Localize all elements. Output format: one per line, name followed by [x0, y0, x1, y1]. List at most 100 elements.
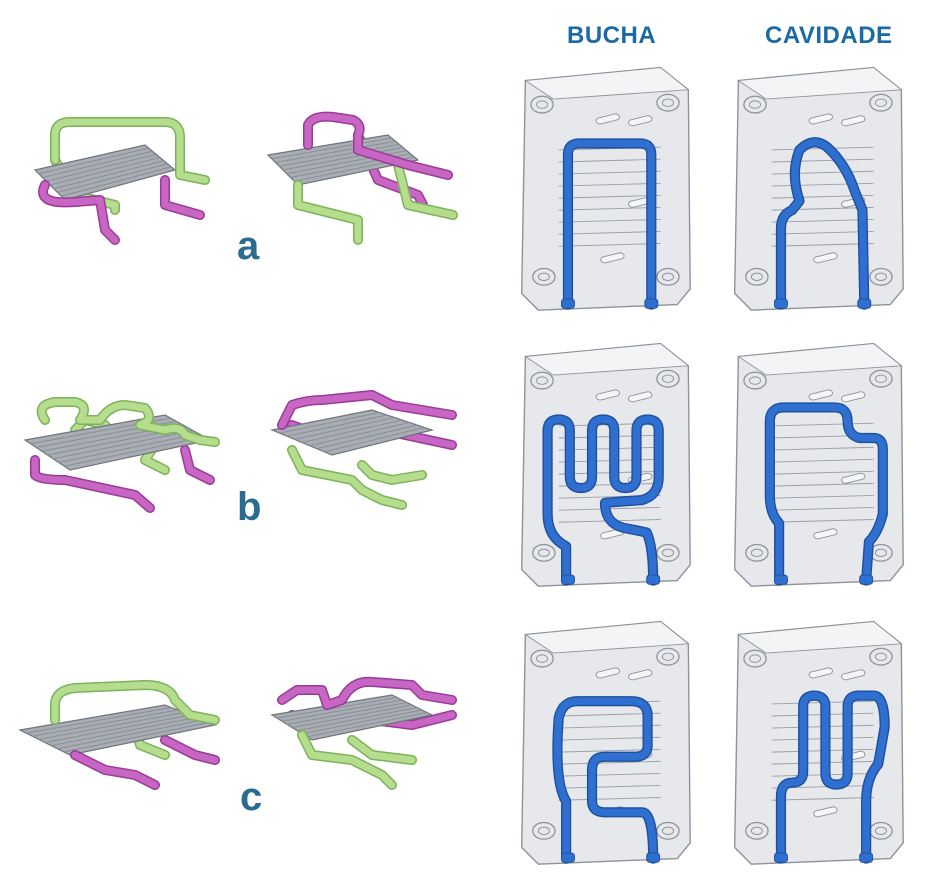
- part-rib: [771, 519, 874, 523]
- guide-pin-hole: [530, 95, 554, 114]
- part-rib: [51, 717, 197, 747]
- part-rib: [301, 709, 423, 735]
- part-c-left: [15, 660, 230, 805]
- channel-fitting: [774, 298, 788, 309]
- part-rib: [558, 158, 661, 163]
- ejector-pin: [808, 389, 833, 401]
- part-rib: [32, 709, 178, 737]
- part-rib: [558, 194, 661, 199]
- part-rib: [281, 699, 403, 722]
- part-rib: [558, 230, 661, 235]
- translucent-mold-block-icon: [733, 66, 904, 311]
- part-rib: [324, 427, 425, 453]
- channel-fitting: [561, 574, 575, 585]
- ejector-pin: [595, 113, 620, 125]
- part-rib: [279, 143, 400, 167]
- part-rib: [275, 140, 396, 163]
- cooling-channel-icon: [553, 697, 657, 863]
- guide-pin-hole-inner: [661, 374, 674, 383]
- part-rib: [271, 137, 392, 160]
- guide-pin-hole-inner: [749, 376, 762, 385]
- mold-top-face: [737, 67, 903, 100]
- channel-fitting: [859, 574, 874, 585]
- channel-fitting: [561, 298, 575, 309]
- part-rib: [294, 417, 395, 440]
- guide-pin-hole: [532, 267, 556, 286]
- cooling-channel-icon: [543, 415, 663, 585]
- green-pipe: [348, 736, 416, 764]
- part-rib: [38, 712, 184, 740]
- guide-pin-hole-inner: [536, 100, 549, 109]
- guide-pin-hole-inner: [750, 826, 763, 835]
- magenta-pipe: [181, 446, 214, 484]
- guide-pin-hole: [743, 649, 767, 668]
- guide-pin-hole-inner: [661, 272, 674, 281]
- ejector-pin: [841, 669, 866, 681]
- green-pipe: [294, 181, 362, 244]
- part-rib: [771, 422, 874, 427]
- green-pipe: [298, 731, 396, 789]
- part-rib: [26, 707, 172, 734]
- magenta-pipe: [278, 678, 456, 709]
- guide-pin-hole: [656, 267, 680, 286]
- molded-part-with-pipes-icon: [270, 676, 457, 790]
- guide-pin-hole-inner: [874, 272, 887, 281]
- mold-top-face: [737, 621, 903, 654]
- green-pipe: [358, 461, 426, 484]
- part-rib: [771, 458, 874, 463]
- part-rib: [282, 147, 404, 171]
- channel-fitting: [857, 298, 872, 309]
- guide-pin-hole: [530, 371, 554, 390]
- part-b-left: [15, 380, 225, 520]
- part-rib: [63, 722, 209, 753]
- guide-pin-hole: [532, 543, 556, 562]
- translucent-mold-block-icon: [733, 342, 904, 587]
- part-rib: [771, 506, 874, 511]
- guide-pin-hole-inner: [750, 548, 763, 557]
- part-rib: [291, 704, 413, 728]
- part-rib: [53, 160, 164, 190]
- channel-fitting: [774, 574, 788, 585]
- channel-fitting: [646, 852, 661, 863]
- part-rib: [286, 702, 408, 725]
- part-rib: [286, 414, 388, 437]
- magenta-pipe: [161, 736, 219, 764]
- part-rib: [58, 433, 199, 463]
- part-rib: [61, 166, 172, 197]
- mold-top-face: [524, 67, 690, 100]
- guide-pin-hole: [656, 93, 680, 112]
- cooling-channel-icon: [777, 138, 868, 309]
- part-rib: [558, 170, 661, 175]
- translucent-mold-block-icon: [520, 620, 691, 865]
- part-rib: [301, 419, 403, 443]
- magenta-pipe: [304, 113, 452, 179]
- column-header-cavidade: CAVIDADE: [765, 22, 893, 49]
- guide-pin-hole-inner: [536, 654, 549, 663]
- ejector-pin: [628, 391, 653, 403]
- part-rib: [558, 182, 661, 187]
- guide-pin-hole-inner: [874, 98, 887, 107]
- green-pipe: [394, 161, 457, 219]
- channel-fitting: [774, 852, 788, 863]
- part-rib: [316, 424, 418, 450]
- mold-top-face: [524, 621, 690, 654]
- mold-cavidade-b: [718, 338, 918, 588]
- ejector-pin: [813, 806, 838, 818]
- ejector-pin: [595, 667, 620, 679]
- ejector-pin: [808, 113, 833, 125]
- part-rib: [57, 163, 168, 193]
- guide-pin-hole: [745, 821, 769, 840]
- guide-pin-hole: [869, 267, 893, 286]
- part-rib: [309, 422, 410, 447]
- guide-pin-hole-inner: [750, 272, 763, 281]
- mold-bucha-b: [505, 338, 705, 588]
- channel-fitting: [644, 298, 659, 309]
- part-rib: [771, 470, 874, 475]
- guide-pin-hole: [656, 543, 680, 562]
- part-rib: [558, 784, 661, 789]
- cooling-channel-icon: [564, 139, 655, 309]
- guide-pin-hole-inner: [749, 100, 762, 109]
- guide-pin-hole: [743, 95, 767, 114]
- channel-fitting: [561, 852, 575, 863]
- guide-pin-hole: [656, 369, 680, 388]
